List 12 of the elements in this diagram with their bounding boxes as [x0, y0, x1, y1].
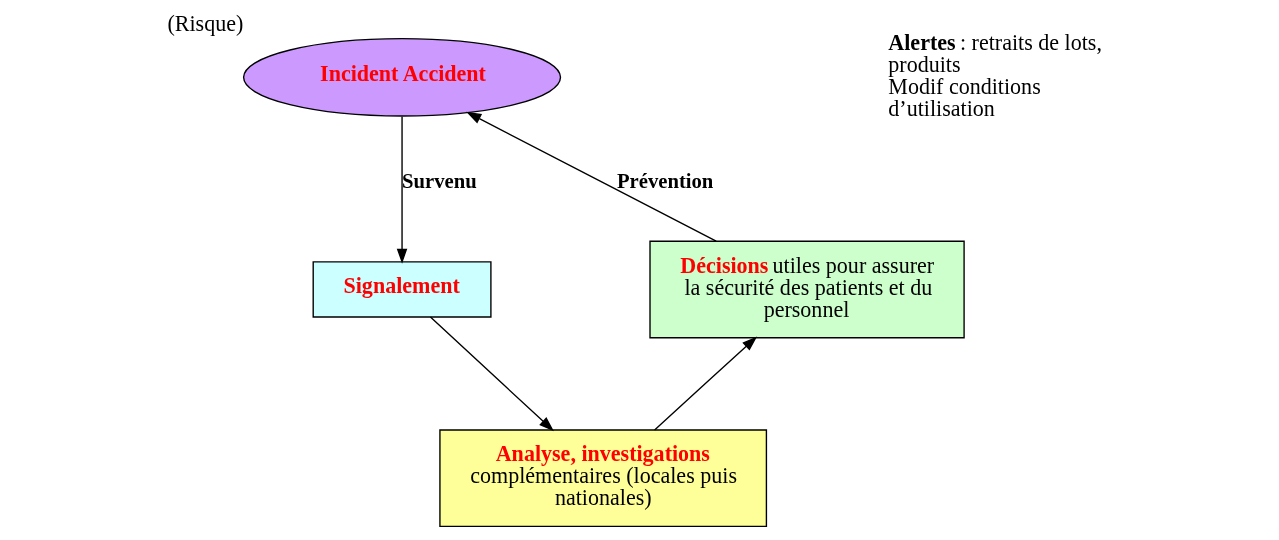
arrow	[466, 111, 717, 242]
node-ellipse: Incident Accident	[242, 38, 562, 117]
arrow	[396, 115, 408, 264]
node-box: Décisions utiles pour assurer la sécurité des patients et du personnel	[649, 240, 965, 339]
edge-label: Survenu	[402, 169, 477, 192]
label: Alertes : retraits de lots, produits	[888, 29, 1102, 77]
arrow	[429, 316, 554, 432]
node-label: (Risque)	[167, 11, 244, 37]
node-box: Analyse, investigations complémentaires (locales puis nationales)	[439, 429, 768, 528]
edge-label: Prévention	[616, 169, 714, 192]
arrow	[653, 336, 758, 431]
node-box: Signalement	[312, 261, 492, 318]
